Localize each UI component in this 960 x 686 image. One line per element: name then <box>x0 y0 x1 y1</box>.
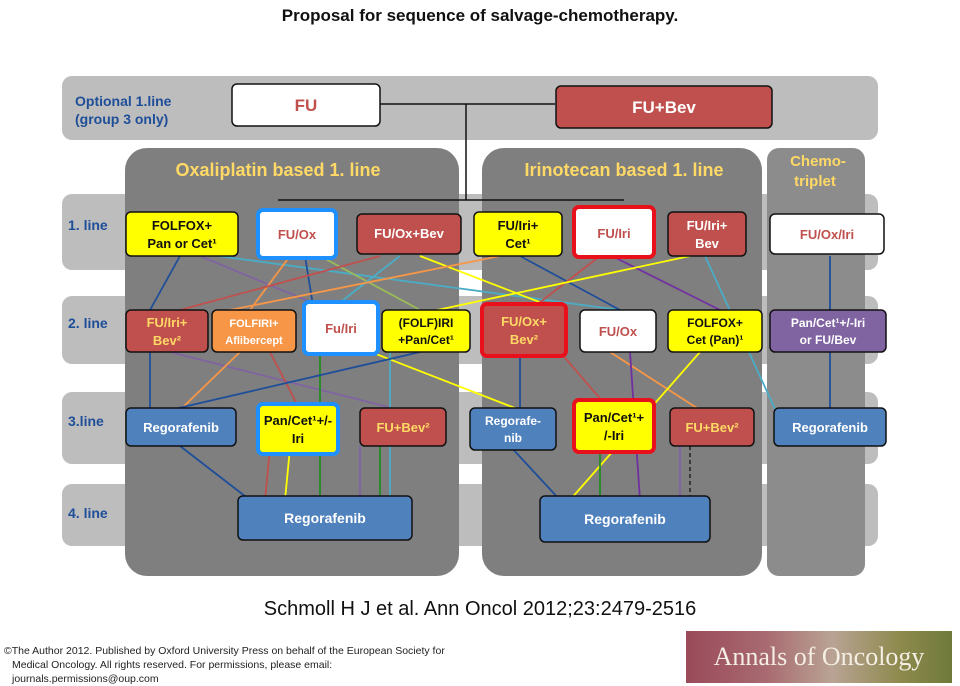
box-pancet-fubev-l2: or FU/Bev <box>800 333 857 347</box>
top-connectors <box>278 103 624 201</box>
copyright-line-3: journals.permissions@oup.com <box>12 673 159 685</box>
box-rego-l3-b: Regorafe- nib <box>469 407 557 451</box>
box-fuox-l2: FU/Ox <box>579 309 657 353</box>
box-pancetiri-l3-b-l1: Pan/Cet¹+ <box>584 410 645 425</box>
box-rego-l3-c-label: Regorafenib <box>792 420 868 435</box>
box-fu-top-label: FU <box>295 96 318 115</box>
journal-logo-text: Annals of Oncology <box>713 642 925 671</box>
copyright-line-1: ©The Author 2012. Published by Oxford Un… <box>4 645 445 657</box>
box-fubev-l3-a-label: FU+Bev² <box>376 420 430 435</box>
box-fuiribev-l1: FU/Iri+ Bev <box>667 211 747 257</box>
box-fubev-top: FU+Bev <box>555 85 773 129</box>
box-pancet-fubev: Pan/Cet¹+/-Iri or FU/Bev <box>769 309 887 353</box>
box-fubev-top-label: FU+Bev <box>632 98 696 117</box>
row-label-optional-2: (group 3 only) <box>75 111 168 127</box>
box-folfiri-pan-l1: (FOLF)IRI <box>399 316 454 330</box>
flow-lines <box>149 255 831 501</box>
box-fubev-l3-a: FU+Bev² <box>359 407 447 447</box>
box-folfiri-pan: (FOLF)IRI +Pan/Cet¹ <box>381 309 471 353</box>
box-fuiribev-l1-l1: FU/Iri+ <box>687 218 728 233</box>
citation: Schmoll H J et al. Ann Oncol 2012;23:247… <box>263 598 697 620</box>
journal-logo: Annals of Oncology <box>686 631 952 683</box>
box-pancetiri-l3-b: Pan/Cet¹+ /-Iri <box>572 398 656 454</box>
box-fuiribev-l1-l2: Bev <box>695 236 720 251</box>
box-fuiribev-l2: FU/Iri+ Bev² <box>125 309 209 353</box>
box-pancetiri-l3-a: Pan/Cet¹+/- Iri <box>256 402 340 456</box>
box-fuox-l1: FU/Ox <box>256 208 338 260</box>
group-header-triplet-2: triplet <box>794 173 836 190</box>
box-rego-l3-c: Regorafenib <box>773 407 887 447</box>
box-fuoxbev-l2: FU/Ox+ Bev² <box>480 302 568 358</box>
box-folfox-pan-l1: FOLFOX+ <box>152 218 213 233</box>
row-label-line3: 3.line <box>68 413 104 429</box>
copyright-line-2: Medical Oncology. All rights reserved. F… <box>12 659 333 671</box>
box-folfox-cet-l2: Cet (Pan)¹ <box>687 333 744 347</box>
box-pancet-fubev-l1: Pan/Cet¹+/-Iri <box>791 316 865 330</box>
row-label-line4: 4. line <box>68 505 108 521</box>
therapy-boxes: FU FU+Bev FOLFOX+ Pan or Cet¹ FU/Ox FU/O… <box>125 83 887 543</box>
box-folfiri-pan-l2: +Pan/Cet¹ <box>398 333 454 347</box>
box-rego-l4-b: Regorafenib <box>539 495 711 543</box>
sequence-diagram: Optional 1.line (group 3 only) 1. line 2… <box>62 76 887 576</box>
row-label-line2: 2. line <box>68 315 108 331</box>
row-label-line1: 1. line <box>68 217 108 233</box>
box-folfox-cet-l1: FOLFOX+ <box>687 316 743 330</box>
box-rego-l4-a: Regorafenib <box>237 495 413 541</box>
box-fuoxbev-l1-label: FU/Ox+Bev <box>374 226 444 241</box>
row-labels: Optional 1.line (group 3 only) 1. line 2… <box>68 93 172 521</box>
box-folfiri-afl-l1: FOLFIRI+ <box>229 318 278 330</box>
box-fuiricet-l1: FU/Iri+ Cet¹ <box>473 211 563 257</box>
box-fuox-l1-label: FU/Ox <box>278 227 317 242</box>
box-rego-l3-b-l2: nib <box>504 431 522 445</box>
box-fuiribev-l2-l1: FU/Iri+ <box>147 315 188 330</box>
box-rego-l4-b-label: Regorafenib <box>584 511 666 527</box>
box-fuiri-l1: FU/Iri <box>572 205 656 259</box>
box-folfiri-afl-l2: Aflibercept <box>225 335 283 347</box>
box-folfiri-afl: FOLFIRI+ Aflibercept <box>211 309 297 353</box>
box-fuiricet-l1-l2: Cet¹ <box>505 236 530 251</box>
box-fuoxbev-l2-l1: FU/Ox+ <box>501 314 547 329</box>
page-title: Proposal for sequence of salvage-chemoth… <box>281 6 679 25</box>
box-folfox-cet: FOLFOX+ Cet (Pan)¹ <box>667 309 763 353</box>
box-fubev-l3-b-label: FU+Bev² <box>685 420 739 435</box>
group-headers: Oxaliplatin based 1. line Irinotecan bas… <box>175 153 845 190</box>
box-fubev-l3-b: FU+Bev² <box>669 407 755 447</box>
box-fuoxiri-l1-label: FU/Ox/Iri <box>800 227 854 242</box>
box-pancetiri-l3-a-l2: Iri <box>292 431 304 446</box>
box-fuiri-l1-label: FU/Iri <box>597 226 630 241</box>
box-fuiricet-l1-l1: FU/Iri+ <box>498 218 539 233</box>
box-rego-l3-a: Regorafenib <box>125 407 237 447</box>
box-fuiribev-l2-l2: Bev² <box>153 333 182 348</box>
box-fu-top: FU <box>231 83 381 127</box>
box-fuoxiri-l1: FU/Ox/Iri <box>769 213 885 255</box>
box-rego-l3-b-l1: Regorafe- <box>485 414 541 428</box>
group-header-triplet-1: Chemo- <box>790 153 846 170</box>
group-header-irinotecan: Irinotecan based 1. line <box>524 160 723 180</box>
box-rego-l4-a-label: Regorafenib <box>284 510 366 526</box>
box-fuiri-l2: Fu/Iri <box>302 300 380 356</box>
box-fuoxbev-l1: FU/Ox+Bev <box>356 213 462 255</box>
box-rego-l3-a-label: Regorafenib <box>143 420 219 435</box>
box-folfox-pan: FOLFOX+ Pan or Cet¹ <box>125 211 239 257</box>
box-folfox-pan-l2: Pan or Cet¹ <box>147 236 216 251</box>
group-triplet-column <box>767 148 865 576</box>
copyright-notice: ©The Author 2012. Published by Oxford Un… <box>4 644 564 686</box>
box-fuoxbev-l2-l2: Bev² <box>510 332 539 347</box>
box-pancetiri-l3-b-l2: /-Iri <box>604 428 624 443</box>
box-fuox-l2-label: FU/Ox <box>599 324 638 339</box>
row-label-optional-1: Optional 1.line <box>75 93 172 109</box>
box-fuiri-l2-label: Fu/Iri <box>325 321 357 336</box>
group-header-oxaliplatin: Oxaliplatin based 1. line <box>175 160 380 180</box>
box-pancetiri-l3-a-l1: Pan/Cet¹+/- <box>264 413 332 428</box>
